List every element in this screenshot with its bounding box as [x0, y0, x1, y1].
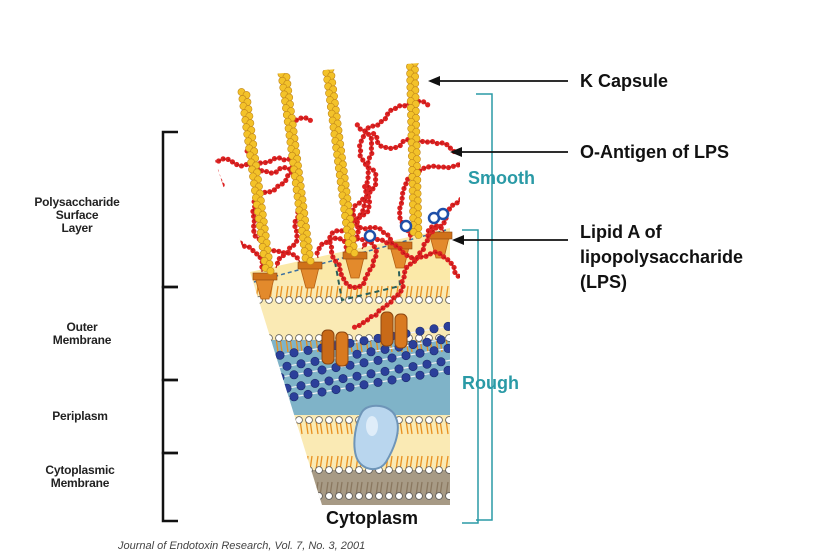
label-o-antigen: O-Antigen of LPS [580, 140, 729, 164]
citation: Journal of Endotoxin Research, Vol. 7, N… [118, 540, 365, 552]
left-brackets [163, 132, 178, 521]
label-k-capsule: K Capsule [580, 69, 668, 93]
teal-brackets [462, 94, 492, 523]
pointer-arrows [428, 76, 568, 245]
label-rough: Rough [462, 373, 519, 394]
label-cytoplasm: Cytoplasm [326, 508, 418, 529]
label-lipid-a-line-3: (LPS) [580, 270, 627, 294]
label-lipid-a-line-2: lipopolysaccharide [580, 245, 743, 269]
label-periplasm: Periplasm [38, 410, 122, 423]
label-lipid-a-line-1: Lipid A of [580, 220, 662, 244]
label-smooth: Smooth [468, 168, 535, 189]
